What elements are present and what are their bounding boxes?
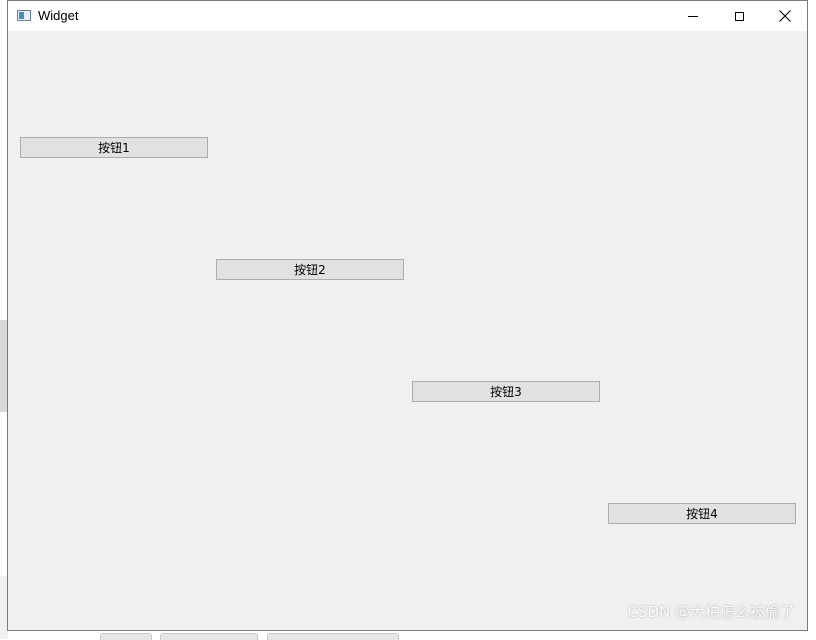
button-3[interactable]: 按钮3 [412,381,600,402]
background-tab [267,633,399,640]
button-4[interactable]: 按钮4 [608,503,796,524]
app-window-icon [17,10,31,21]
minimize-icon [688,15,698,17]
close-icon [779,10,791,22]
watermark-text: CSDN @大柏怎么被偷了 [627,603,795,621]
background-tab [100,633,152,640]
window-title: Widget [38,8,79,23]
background-window-edge [0,320,7,412]
maximize-button[interactable] [716,1,762,31]
minimize-button[interactable] [670,1,716,31]
button-1[interactable]: 按钮1 [20,137,208,158]
widget-window: Widget 按钮1 按钮2 按钮3 按钮4 CSDN @大柏怎么被偷了 [7,0,808,631]
close-button[interactable] [762,1,808,31]
button-2[interactable]: 按钮2 [216,259,404,280]
background-window-strip [0,576,8,639]
title-bar[interactable]: Widget [8,1,807,31]
maximize-icon [734,11,744,21]
background-tab [160,633,258,640]
